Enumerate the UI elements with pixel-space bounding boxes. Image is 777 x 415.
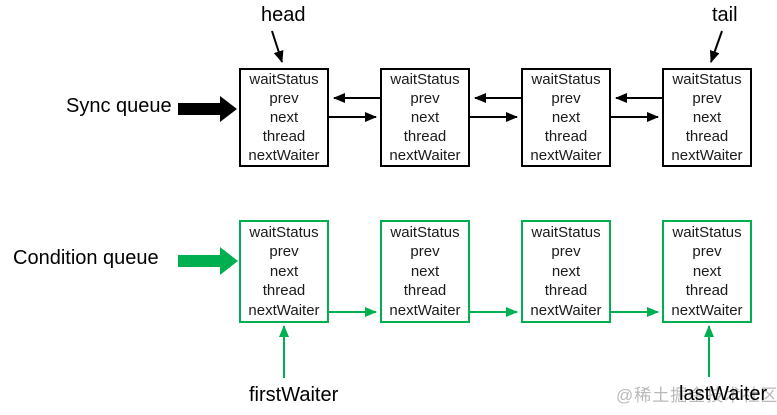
lastwaiter-label: lastWaiter xyxy=(679,383,768,405)
tail-label: tail xyxy=(712,4,738,26)
sync-queue-node-3: waitStatus prev next thread nextWaiter xyxy=(521,68,611,167)
field-nextwaiter: nextWaiter xyxy=(530,147,602,164)
field-waitstatus: waitStatus xyxy=(249,71,319,88)
field-prev: prev xyxy=(410,243,440,261)
condition-queue-node-2: waitStatus prev next thread nextWaiter xyxy=(380,220,470,323)
field-next: next xyxy=(692,109,722,126)
condition-queue-node-1: waitStatus prev next thread nextWaiter xyxy=(239,220,329,323)
field-waitstatus: waitStatus xyxy=(531,223,601,241)
field-thread: thread xyxy=(685,128,729,145)
field-nextwaiter: nextWaiter xyxy=(248,301,320,319)
field-nextwaiter: nextWaiter xyxy=(389,301,461,319)
field-thread: thread xyxy=(403,282,447,300)
field-next: next xyxy=(551,262,581,280)
field-nextwaiter: nextWaiter xyxy=(530,301,602,319)
field-waitstatus: waitStatus xyxy=(531,71,601,88)
sync-queue-node-4: waitStatus prev next thread nextWaiter xyxy=(662,68,752,167)
field-nextwaiter: nextWaiter xyxy=(389,147,461,164)
field-next: next xyxy=(410,262,440,280)
sync-queue-node-2: waitStatus prev next thread nextWaiter xyxy=(380,68,470,167)
firstwaiter-label: firstWaiter xyxy=(249,384,339,406)
field-thread: thread xyxy=(685,282,729,300)
field-thread: thread xyxy=(544,282,588,300)
field-next: next xyxy=(269,109,299,126)
field-next: next xyxy=(410,109,440,126)
sync-queue-arrow xyxy=(178,96,237,122)
field-next: next xyxy=(269,262,299,280)
sync-queue-label: Sync queue xyxy=(66,95,172,117)
condition-queue-node-3: waitStatus prev next thread nextWaiter xyxy=(521,220,611,323)
watermark: @稀土掘金技术社区 xyxy=(616,386,777,405)
field-nextwaiter: nextWaiter xyxy=(248,147,320,164)
field-prev: prev xyxy=(410,90,440,107)
field-thread: thread xyxy=(262,282,306,300)
field-nextwaiter: nextWaiter xyxy=(671,301,743,319)
field-next: next xyxy=(551,109,581,126)
field-waitstatus: waitStatus xyxy=(672,223,742,241)
condition-queue-label: Condition queue xyxy=(13,247,159,269)
field-prev: prev xyxy=(692,90,722,107)
field-waitstatus: waitStatus xyxy=(672,71,742,88)
field-prev: prev xyxy=(692,243,722,261)
condition-queue-arrow xyxy=(178,247,238,275)
field-waitstatus: waitStatus xyxy=(390,223,460,241)
field-prev: prev xyxy=(269,243,299,261)
field-waitstatus: waitStatus xyxy=(249,223,319,241)
field-waitstatus: waitStatus xyxy=(390,71,460,88)
tail-pointer-arrow xyxy=(709,30,723,63)
field-thread: thread xyxy=(262,128,306,145)
head-label: head xyxy=(261,4,306,26)
sync-queue-node-1: waitStatus prev next thread nextWaiter xyxy=(239,68,329,167)
condition-queue-node-4: waitStatus prev next thread nextWaiter xyxy=(662,220,752,323)
field-prev: prev xyxy=(551,90,581,107)
field-prev: prev xyxy=(551,243,581,261)
head-pointer-arrow xyxy=(271,30,284,63)
field-nextwaiter: nextWaiter xyxy=(671,147,743,164)
field-thread: thread xyxy=(544,128,588,145)
field-thread: thread xyxy=(403,128,447,145)
field-next: next xyxy=(692,262,722,280)
field-prev: prev xyxy=(269,90,299,107)
